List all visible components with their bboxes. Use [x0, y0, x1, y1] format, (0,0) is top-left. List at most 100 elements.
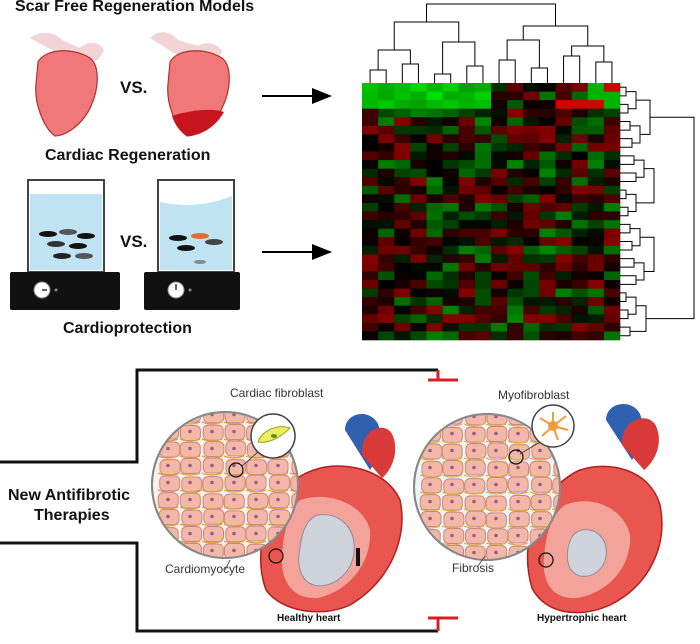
heatmap-cell [442, 168, 460, 178]
heatmap-cell [523, 83, 540, 92]
heatmap-cell [587, 254, 605, 264]
heatmap-cell [571, 83, 589, 92]
heatmap-cell [555, 91, 572, 101]
heatmap-cell [362, 271, 379, 281]
heatmap-cell [555, 83, 572, 92]
heatmap-cell [555, 142, 572, 152]
heatmap-cell [362, 297, 379, 307]
heatmap-cell [394, 280, 411, 289]
heatmap-cell [507, 254, 524, 264]
column-dendrogram [369, 3, 613, 83]
heatmap-cell [555, 125, 572, 135]
heatmap-cell [587, 134, 605, 144]
heatmap-cell [603, 280, 621, 289]
heatmap-cell [474, 237, 492, 247]
heatmap-cell [523, 254, 540, 264]
heatmap-cell [603, 331, 621, 341]
heatmap-cell [555, 262, 572, 272]
heatmap-cell [442, 228, 460, 238]
heatmap-cell [362, 134, 379, 144]
heatmap-cell [491, 83, 508, 92]
heatmap-cell [426, 305, 443, 315]
heatmap-cell [458, 288, 476, 298]
heatmap-cell [378, 185, 395, 195]
heatmap-cell [474, 262, 492, 272]
heatmap-cell [458, 271, 476, 281]
heatmap-cell [507, 160, 524, 169]
heatmap-cell [587, 314, 605, 324]
heatmap-cell [362, 83, 379, 92]
heatmap-cell [378, 202, 395, 212]
heatmap-cell [426, 245, 443, 255]
heatmap-cell [442, 262, 460, 272]
heatmap-cell [426, 117, 443, 127]
heatmap-cell [378, 220, 395, 229]
heatmap-cell [491, 314, 508, 324]
heatmap-cell [523, 151, 540, 161]
heatmap-cell [491, 322, 508, 332]
heatmap-cell [571, 305, 589, 315]
heatmap-cell [394, 108, 411, 118]
heatmap-cell [378, 228, 395, 238]
heatmap-cell [442, 254, 460, 264]
heatmap-cell [571, 168, 589, 178]
heatmap-cell [587, 297, 605, 307]
heatmap-cell [603, 100, 621, 109]
therapies-label-line2: Therapies [34, 507, 110, 524]
heatmap-cell [426, 134, 443, 144]
heatmap-cell [410, 91, 427, 101]
heatmap-cell [555, 237, 572, 247]
heatmap-cell [539, 220, 556, 229]
heatmap-cell [571, 91, 589, 101]
heatmap-cell [458, 91, 476, 101]
heatmap-cell [410, 83, 427, 92]
heatmap-cell [362, 237, 379, 247]
heatmap-cell [491, 237, 508, 247]
heatmap-cell [571, 331, 589, 341]
heatmap-cell [362, 331, 379, 341]
heatmap-cell [571, 322, 589, 332]
heatmap-cell [523, 100, 540, 109]
heatmap-cell [539, 271, 556, 281]
heatmap-cell [426, 262, 443, 272]
heatmap-cell [378, 280, 395, 289]
heatmap-cell [523, 228, 540, 238]
heatmap-cell [474, 322, 492, 332]
heatmap-cell [410, 142, 427, 152]
heatmap-cell [442, 108, 460, 118]
heatmap-cell [426, 331, 443, 341]
heatmap-cell [362, 125, 379, 135]
heatmap-cell [539, 125, 556, 135]
heatmap-cell [474, 100, 492, 109]
heatmap-cell [571, 202, 589, 212]
heatmap-cell [539, 108, 556, 118]
heatmap-cell [571, 108, 589, 118]
heatmap-cell [587, 322, 605, 332]
heatmap-cell [571, 254, 589, 264]
heatmap-cell [603, 228, 621, 238]
heatmap-cell [539, 91, 556, 101]
heatmap-cell [394, 142, 411, 152]
heatmap-cell [539, 151, 556, 161]
heatmap-cell [474, 160, 492, 169]
heatmap-cell [507, 271, 524, 281]
heatmap-cell [394, 331, 411, 341]
heatmap-cell [523, 91, 540, 101]
heatmap-cell [555, 202, 572, 212]
heatmap-cell [410, 271, 427, 281]
heatmap-cell [539, 305, 556, 315]
heatmap-cell [426, 142, 443, 152]
heatmap-cell [523, 237, 540, 247]
heatmap-cell [507, 297, 524, 307]
heatmap-cell [458, 280, 476, 289]
heatmap-cell [458, 83, 476, 92]
heatmap-cell [571, 194, 589, 204]
heatmap-cell [555, 220, 572, 229]
page-title: Scar Free Regeneration Models [15, 0, 255, 15]
heatmap-cell [491, 288, 508, 298]
heatmap-cell [362, 160, 379, 169]
heatmap-cell [426, 228, 443, 238]
heatmap-cell [523, 117, 540, 127]
heatmap-cell [426, 297, 443, 307]
heatmap-cell [587, 305, 605, 315]
